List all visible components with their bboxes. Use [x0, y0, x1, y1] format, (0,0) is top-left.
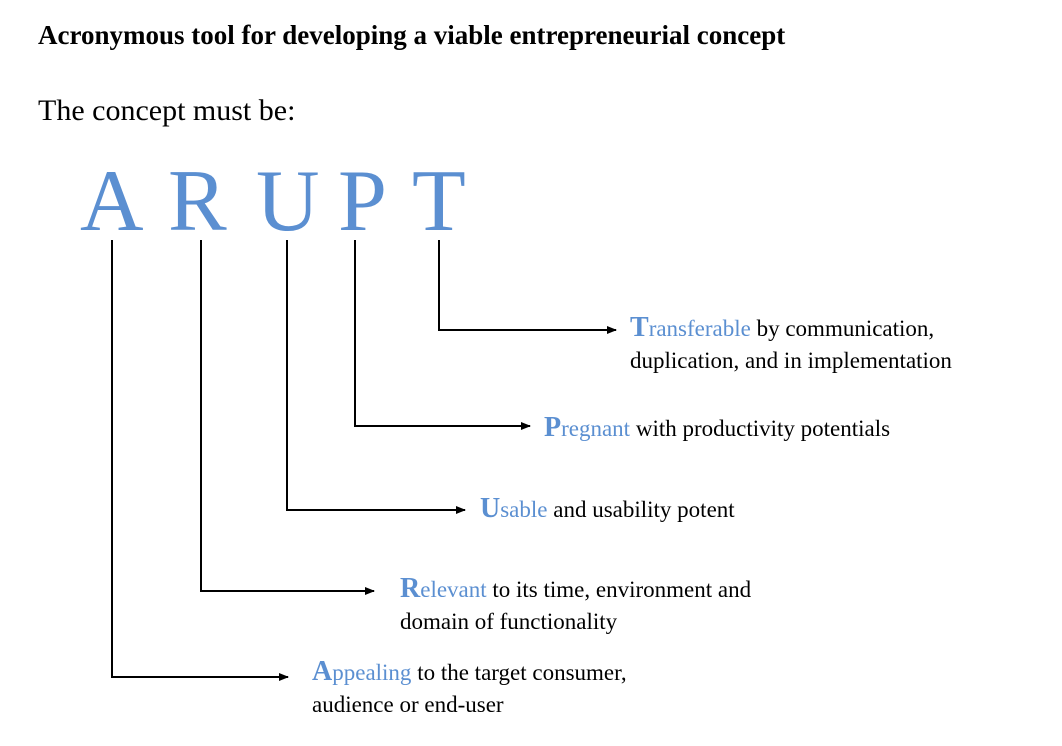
item-description-line2: audience or end-user	[312, 692, 504, 717]
item-initial: T	[630, 312, 649, 343]
connector-p	[354, 240, 531, 430]
item-appealing: Appealing to the target consumer, audien…	[312, 656, 627, 721]
connector-a	[111, 240, 289, 681]
item-keyword-rest: regnant	[561, 416, 631, 441]
item-description: by communication,	[750, 316, 935, 341]
diagram-title: Acronymous tool for developing a viable …	[38, 20, 786, 50]
connector-r	[200, 240, 375, 595]
acronym-letter-u: U	[256, 153, 320, 250]
item-description: to its time, environment and	[486, 577, 752, 602]
item-initial: A	[312, 656, 333, 687]
acronym-letter-t: T	[412, 153, 466, 250]
item-relevant: Relevant to its time, environment and do…	[400, 573, 751, 638]
item-description-line2: duplication, and in implementation	[630, 348, 952, 373]
acronym-letter-p: P	[338, 153, 387, 250]
item-pregnant: Pregnant with productivity potentials	[544, 412, 890, 445]
acronym-letter-r: R	[168, 153, 227, 250]
item-description-line2: domain of functionality	[400, 609, 618, 634]
acronym-letter-a: A	[80, 153, 144, 250]
item-initial: R	[400, 573, 421, 604]
item-keyword-rest: ransferable	[648, 316, 751, 341]
connector-u	[286, 240, 466, 514]
connector-t	[438, 240, 617, 334]
item-initial: P	[544, 412, 562, 443]
item-description: and usability potent	[547, 497, 735, 522]
item-initial: U	[480, 493, 501, 524]
item-keyword-rest: ppealing	[332, 660, 412, 685]
item-description: with productivity potentials	[630, 416, 891, 441]
item-usable: Usable and usability potent	[480, 493, 735, 526]
item-description: to the target consumer,	[411, 660, 627, 685]
item-keyword-rest: elevant	[420, 577, 487, 602]
diagram-subtitle: The concept must be:	[38, 94, 296, 127]
item-keyword-rest: sable	[500, 497, 548, 522]
item-transferable: Transferable by communication, duplicati…	[630, 312, 952, 377]
